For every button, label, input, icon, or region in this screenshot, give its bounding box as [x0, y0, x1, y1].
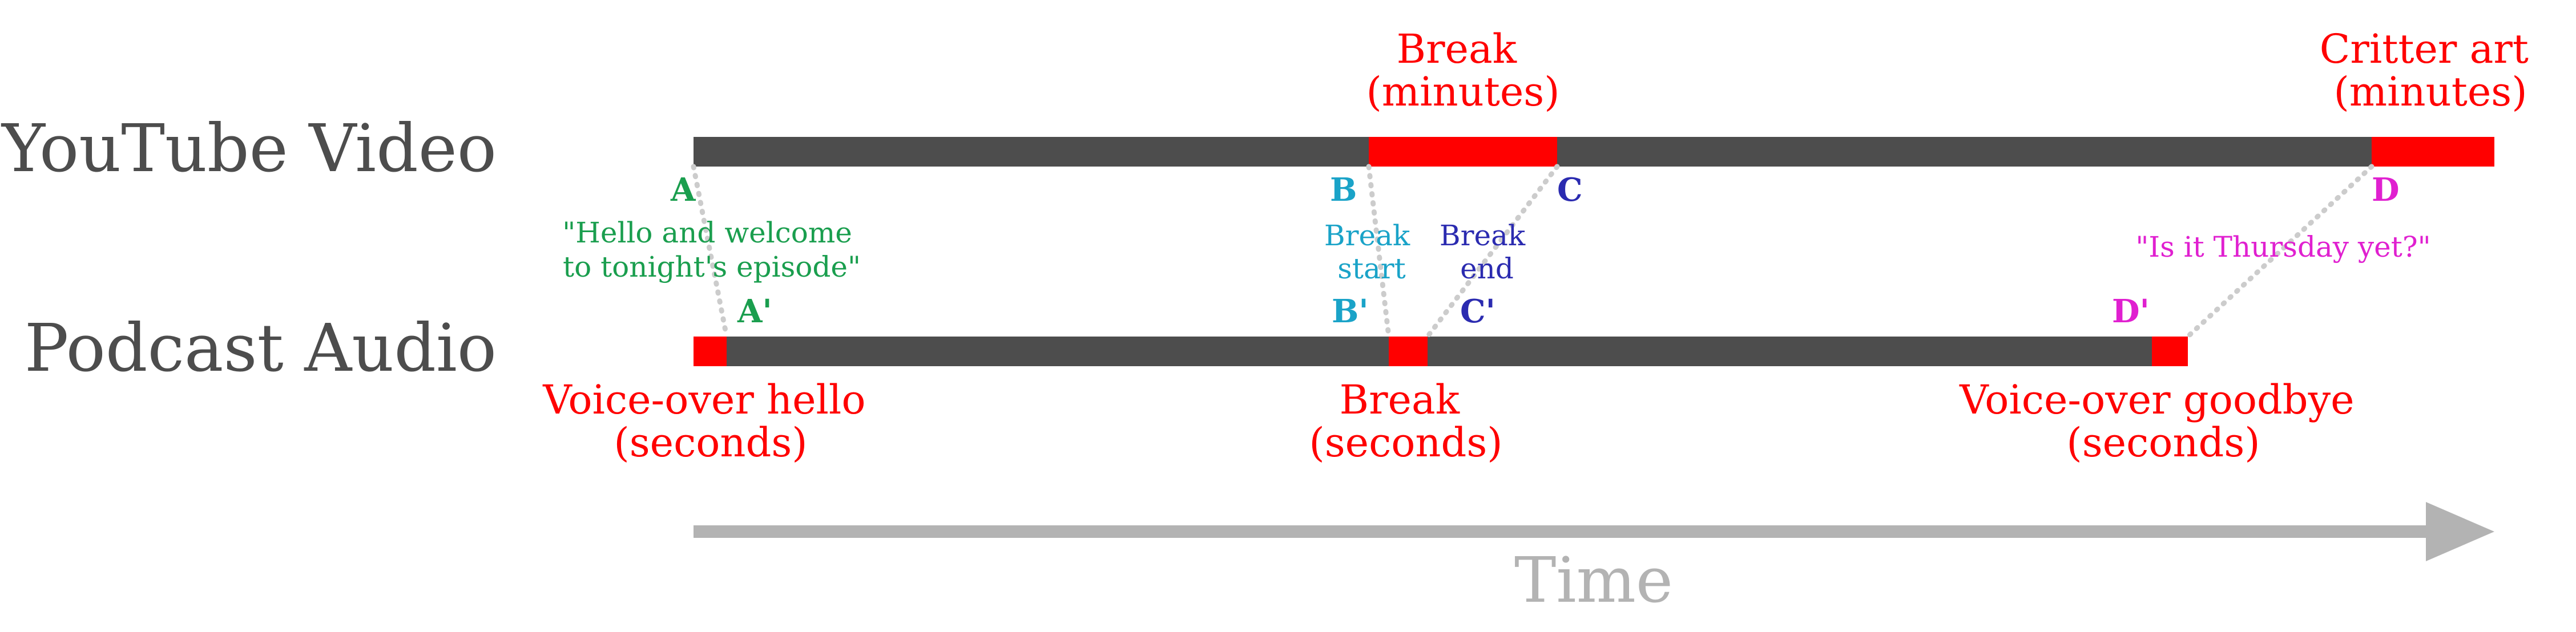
annotation-b: Break start: [1324, 219, 1419, 285]
marker-a: A: [670, 171, 696, 209]
marker-b: B: [1330, 171, 1357, 209]
marker-d: D: [2372, 171, 2400, 209]
youtube-row-label: YouTube Video: [1, 111, 497, 187]
podcast-row-label: Podcast Audio: [25, 310, 497, 387]
time-axis-arrowhead: [2426, 502, 2494, 561]
time-axis-label: Time: [1514, 544, 1673, 617]
marker-c-prime: C': [1460, 293, 1495, 330]
marker-d-prime: D': [2112, 293, 2150, 330]
podcast-break-label: Break (seconds): [1309, 376, 1502, 466]
youtube-break-label: Break (minutes): [1366, 26, 1559, 115]
critter-art-label: Critter art (minutes): [2320, 26, 2541, 115]
voiceover-hello-segment: [694, 337, 727, 366]
marker-a-prime: A': [737, 293, 772, 330]
marker-b-prime: B': [1332, 293, 1368, 330]
connector-d: [2185, 164, 2375, 339]
youtube-break-segment: [1369, 137, 1557, 167]
connector-b: [1366, 164, 1392, 339]
voiceover-hello-label: Voice-over hello (seconds): [542, 376, 878, 466]
connector-c: [1425, 164, 1560, 339]
annotation-a: "Hello and welcome to tonight's episode": [562, 216, 861, 283]
podcast-break-segment: [1389, 337, 1428, 366]
critter-art-segment: [2372, 137, 2494, 167]
connector-a: [691, 164, 729, 339]
annotation-d: "Is it Thursday yet?": [2135, 230, 2430, 264]
voiceover-goodbye-segment: [2152, 337, 2188, 366]
voiceover-goodbye-label: Voice-over goodbye (seconds): [1959, 376, 2367, 466]
podcast-timeline-bar: [694, 337, 2188, 366]
youtube-timeline-bar: [694, 137, 2494, 167]
marker-c: C: [1557, 171, 1583, 209]
annotation-c: Break end: [1440, 219, 1534, 285]
